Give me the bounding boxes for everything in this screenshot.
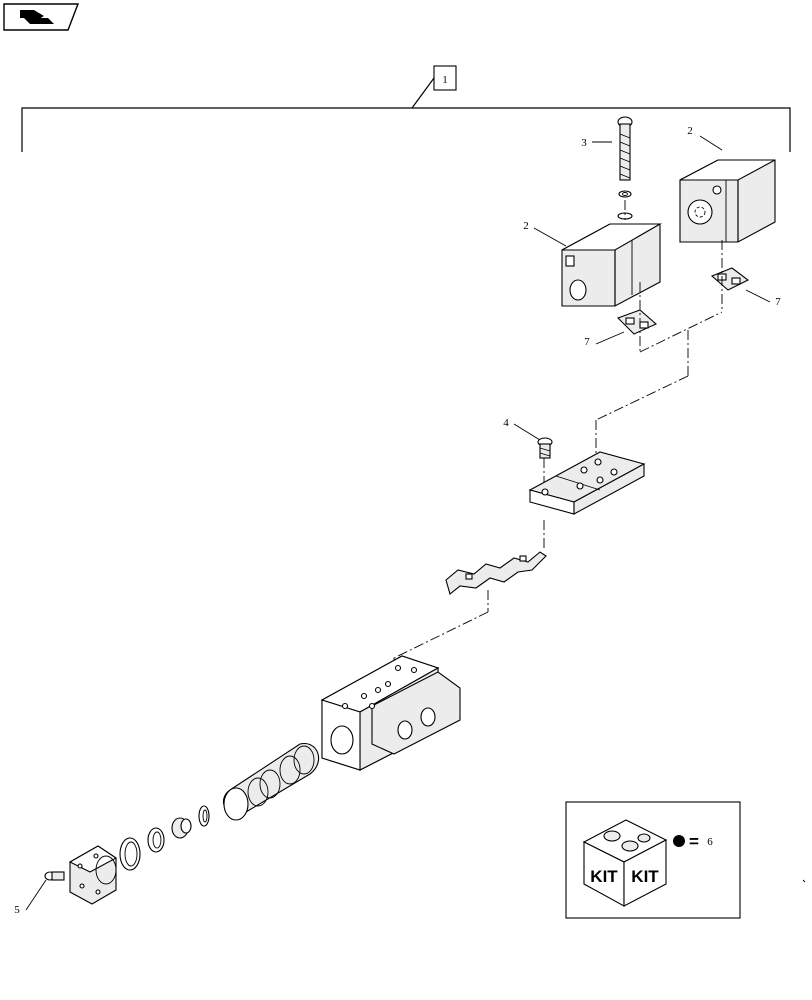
svg-text:7: 7 bbox=[775, 296, 781, 308]
large-o-ring bbox=[119, 837, 141, 871]
long-screw bbox=[617, 116, 633, 198]
svg-text:2: 2 bbox=[687, 125, 693, 137]
kit-box-legend: KIT KIT = 6 bbox=[565, 801, 741, 919]
assembly-centerlines-lower bbox=[393, 520, 545, 676]
kit-bullet bbox=[673, 835, 685, 847]
kit-ref-number: 6 bbox=[707, 836, 713, 848]
kit-equals: = bbox=[689, 832, 699, 851]
end-cover bbox=[68, 845, 118, 905]
svg-text:5: 5 bbox=[14, 904, 20, 916]
cover-screw bbox=[44, 871, 65, 881]
page-return-icon bbox=[20, 10, 54, 24]
plate-gasket bbox=[445, 551, 547, 595]
nav-return-button[interactable] bbox=[3, 3, 80, 31]
snap-ring bbox=[147, 827, 165, 853]
kit-box-icon: KIT KIT bbox=[582, 819, 668, 907]
callout-4: 4 bbox=[503, 417, 541, 441]
mounting-plate bbox=[528, 451, 646, 515]
short-screw bbox=[537, 437, 553, 459]
kit-label-left: KIT bbox=[590, 867, 618, 886]
callout-3: 3 bbox=[581, 137, 612, 149]
callout-7-left: 7 bbox=[584, 331, 625, 348]
plug-fitting bbox=[171, 817, 192, 839]
solenoid-coil-top bbox=[679, 159, 776, 243]
callout-5: 5 bbox=[14, 879, 47, 916]
small-o-ring bbox=[198, 805, 210, 827]
gasket-left bbox=[617, 309, 658, 335]
callout-2-top: 2 bbox=[687, 125, 723, 151]
svg-text:4: 4 bbox=[503, 417, 509, 429]
svg-text:2: 2 bbox=[523, 220, 529, 232]
kit-label-right: KIT bbox=[631, 867, 659, 886]
callout-2-mid: 2 bbox=[523, 220, 567, 247]
assembly-label: 1 bbox=[442, 74, 448, 86]
assembly-centerlines-upper bbox=[543, 200, 723, 488]
svg-text:7: 7 bbox=[584, 336, 590, 348]
stray-mark bbox=[802, 879, 806, 883]
valve-spool bbox=[223, 743, 320, 821]
valve-body bbox=[320, 655, 461, 771]
callout-7-right: 7 bbox=[745, 289, 781, 308]
gasket-right bbox=[710, 267, 750, 291]
solenoid-coil-middle bbox=[561, 212, 663, 307]
assembly-bracket: 1 bbox=[21, 65, 791, 152]
svg-text:3: 3 bbox=[581, 137, 587, 149]
